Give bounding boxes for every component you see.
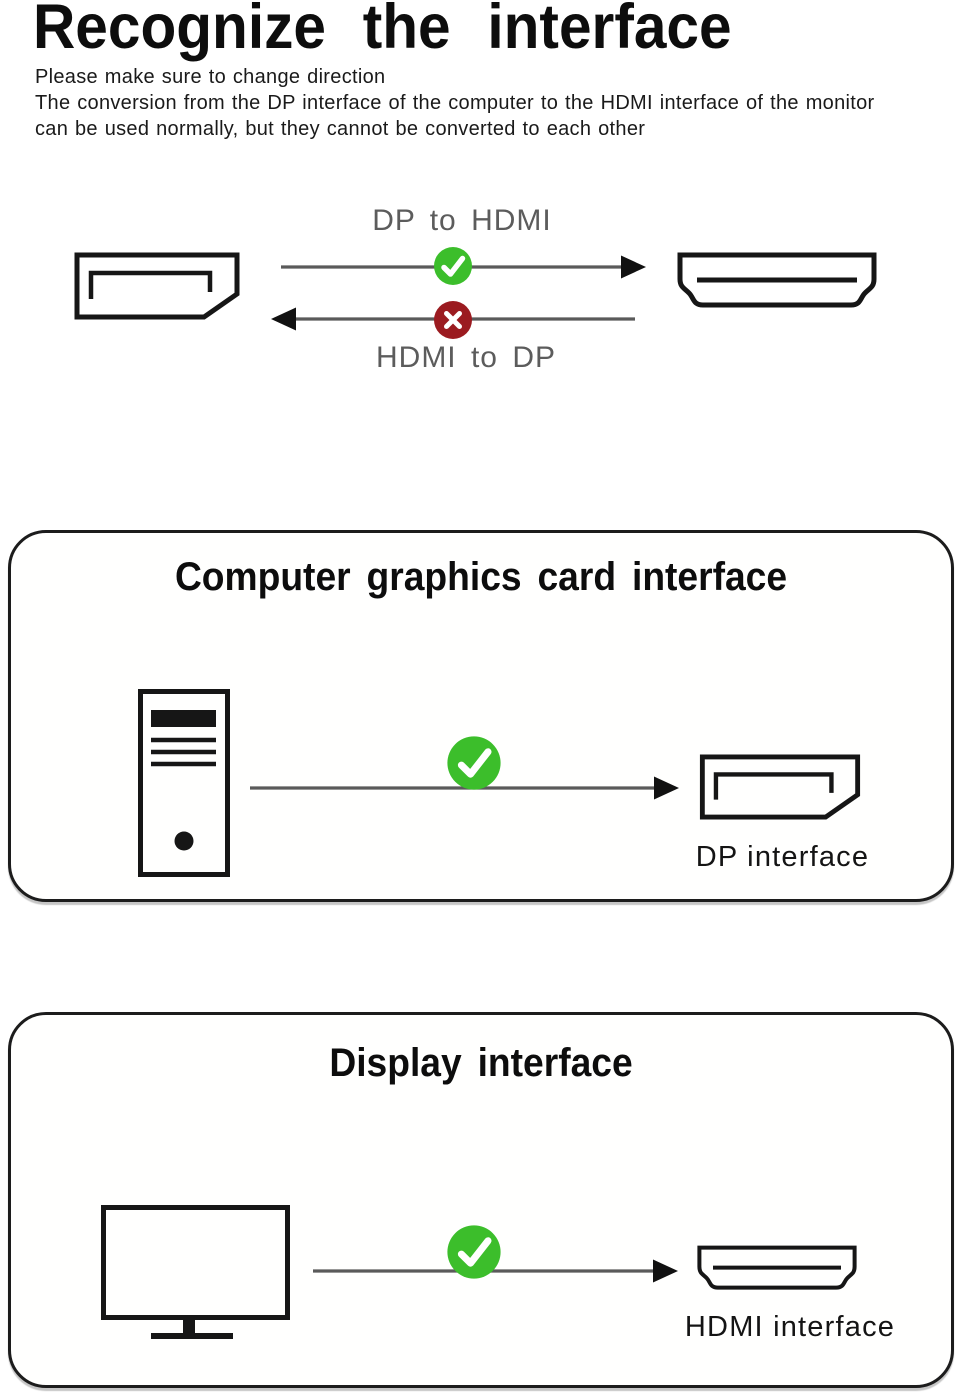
dp-connector-icon: [699, 754, 861, 820]
right-arrow-icon: [250, 776, 679, 800]
hdmi-to-dp-label: HDMI to DP: [375, 341, 557, 374]
display-interface-box: Display interface HDMI interface: [8, 1012, 954, 1388]
box-title: Display interface: [329, 1041, 633, 1085]
hdmi-connector-icon: [697, 1245, 857, 1290]
graphics-card-interface-box: Computer graphics card interface DP inte…: [8, 530, 954, 902]
check-circle-icon: [447, 736, 501, 790]
computer-tower-icon: [138, 689, 230, 877]
subtitle-line: Please make sure to change direction: [35, 66, 386, 88]
subtitle: Please make sure to change direction The…: [35, 64, 874, 142]
x-circle-icon: [434, 301, 472, 339]
subtitle-line: can be used normally, but they cannot be…: [35, 118, 646, 140]
check-circle-icon: [434, 247, 472, 285]
dp-interface-label: DP interface: [695, 841, 870, 873]
hdmi-interface-label: HDMI interface: [684, 1311, 896, 1343]
subtitle-line: The conversion from the DP interface of …: [35, 92, 875, 114]
check-circle-icon: [447, 1225, 501, 1279]
dp-to-hdmi-label: DP to HDMI: [372, 204, 552, 237]
box-title: Computer graphics card interface: [174, 555, 788, 599]
monitor-icon: [101, 1205, 290, 1339]
page-title: Recognize the interface: [33, 0, 732, 62]
dp-connector-icon: [74, 252, 240, 320]
hdmi-connector-icon: [677, 252, 877, 308]
